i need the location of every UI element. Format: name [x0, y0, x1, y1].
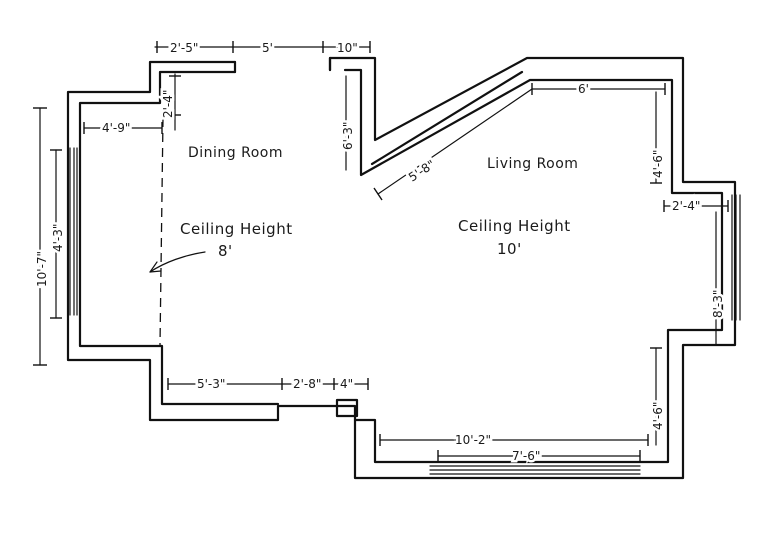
living-ceiling-label: Ceiling Height	[458, 217, 571, 235]
dimension-labels: 2'-5" 5' 10" 2'-4" 4'-9" 4'-3" 10'-7" 5'…	[33, 39, 728, 466]
dim-label-living-top: 6'	[578, 82, 589, 96]
dim-label-bottom-left: 5'-3"	[197, 377, 225, 391]
dim-label-bottom-window: 7'-6"	[512, 449, 540, 463]
dining-ceiling-value: 8'	[218, 242, 233, 260]
dim-label-dining-top: 4'-9"	[102, 121, 130, 135]
dim-tick	[373, 187, 383, 201]
living-ceiling-value: 10'	[497, 240, 522, 258]
dim-label-closet-side: 6'-3"	[341, 122, 355, 150]
living-room-label: Living Room	[487, 156, 578, 172]
windows	[69, 147, 741, 475]
dim-label-right-lower: 4'-6"	[651, 402, 665, 430]
dim-label-left-overall: 10'-7"	[35, 251, 49, 287]
dim-label-left-window: 4'-3"	[51, 224, 65, 252]
dim-label-top-right: 10"	[337, 41, 358, 55]
dim-label-right-upper: 4'-6"	[651, 150, 665, 178]
inner-wall	[78, 70, 280, 406]
inner-wall-right	[343, 68, 724, 464]
room-labels: Dining Room Ceiling Height 8' Living Roo…	[180, 145, 578, 260]
dim-label-bottom-mid: 2'-8"	[293, 377, 321, 391]
dim-label-right-window: 8'-3"	[711, 290, 725, 318]
ceiling-arrow-head	[149, 261, 162, 273]
dim-label-bottom-small: 4"	[340, 377, 353, 391]
walls	[66, 56, 737, 480]
dining-room-label: Dining Room	[188, 145, 283, 161]
dimension-lines	[33, 41, 729, 462]
dim-label-left-jog: 2'-4"	[161, 90, 175, 118]
ceiling-arrow	[149, 251, 206, 273]
dim-label-diagonal: 5'-8"	[406, 157, 437, 184]
dining-ceiling-label: Ceiling Height	[180, 220, 293, 238]
dim-label-right-jog: 2'-4"	[672, 199, 700, 213]
diagonal-wall-inner	[370, 70, 524, 166]
dim-label-top-left: 2'-5"	[170, 41, 198, 55]
wall-notch	[335, 398, 359, 418]
dim-label-living-bottom: 10'-2"	[455, 433, 491, 447]
dim-line-diagonal	[377, 88, 533, 195]
outer-wall	[66, 56, 737, 480]
dining-room-divider	[159, 117, 164, 346]
dim-label-top-opening: 5'	[262, 41, 273, 55]
